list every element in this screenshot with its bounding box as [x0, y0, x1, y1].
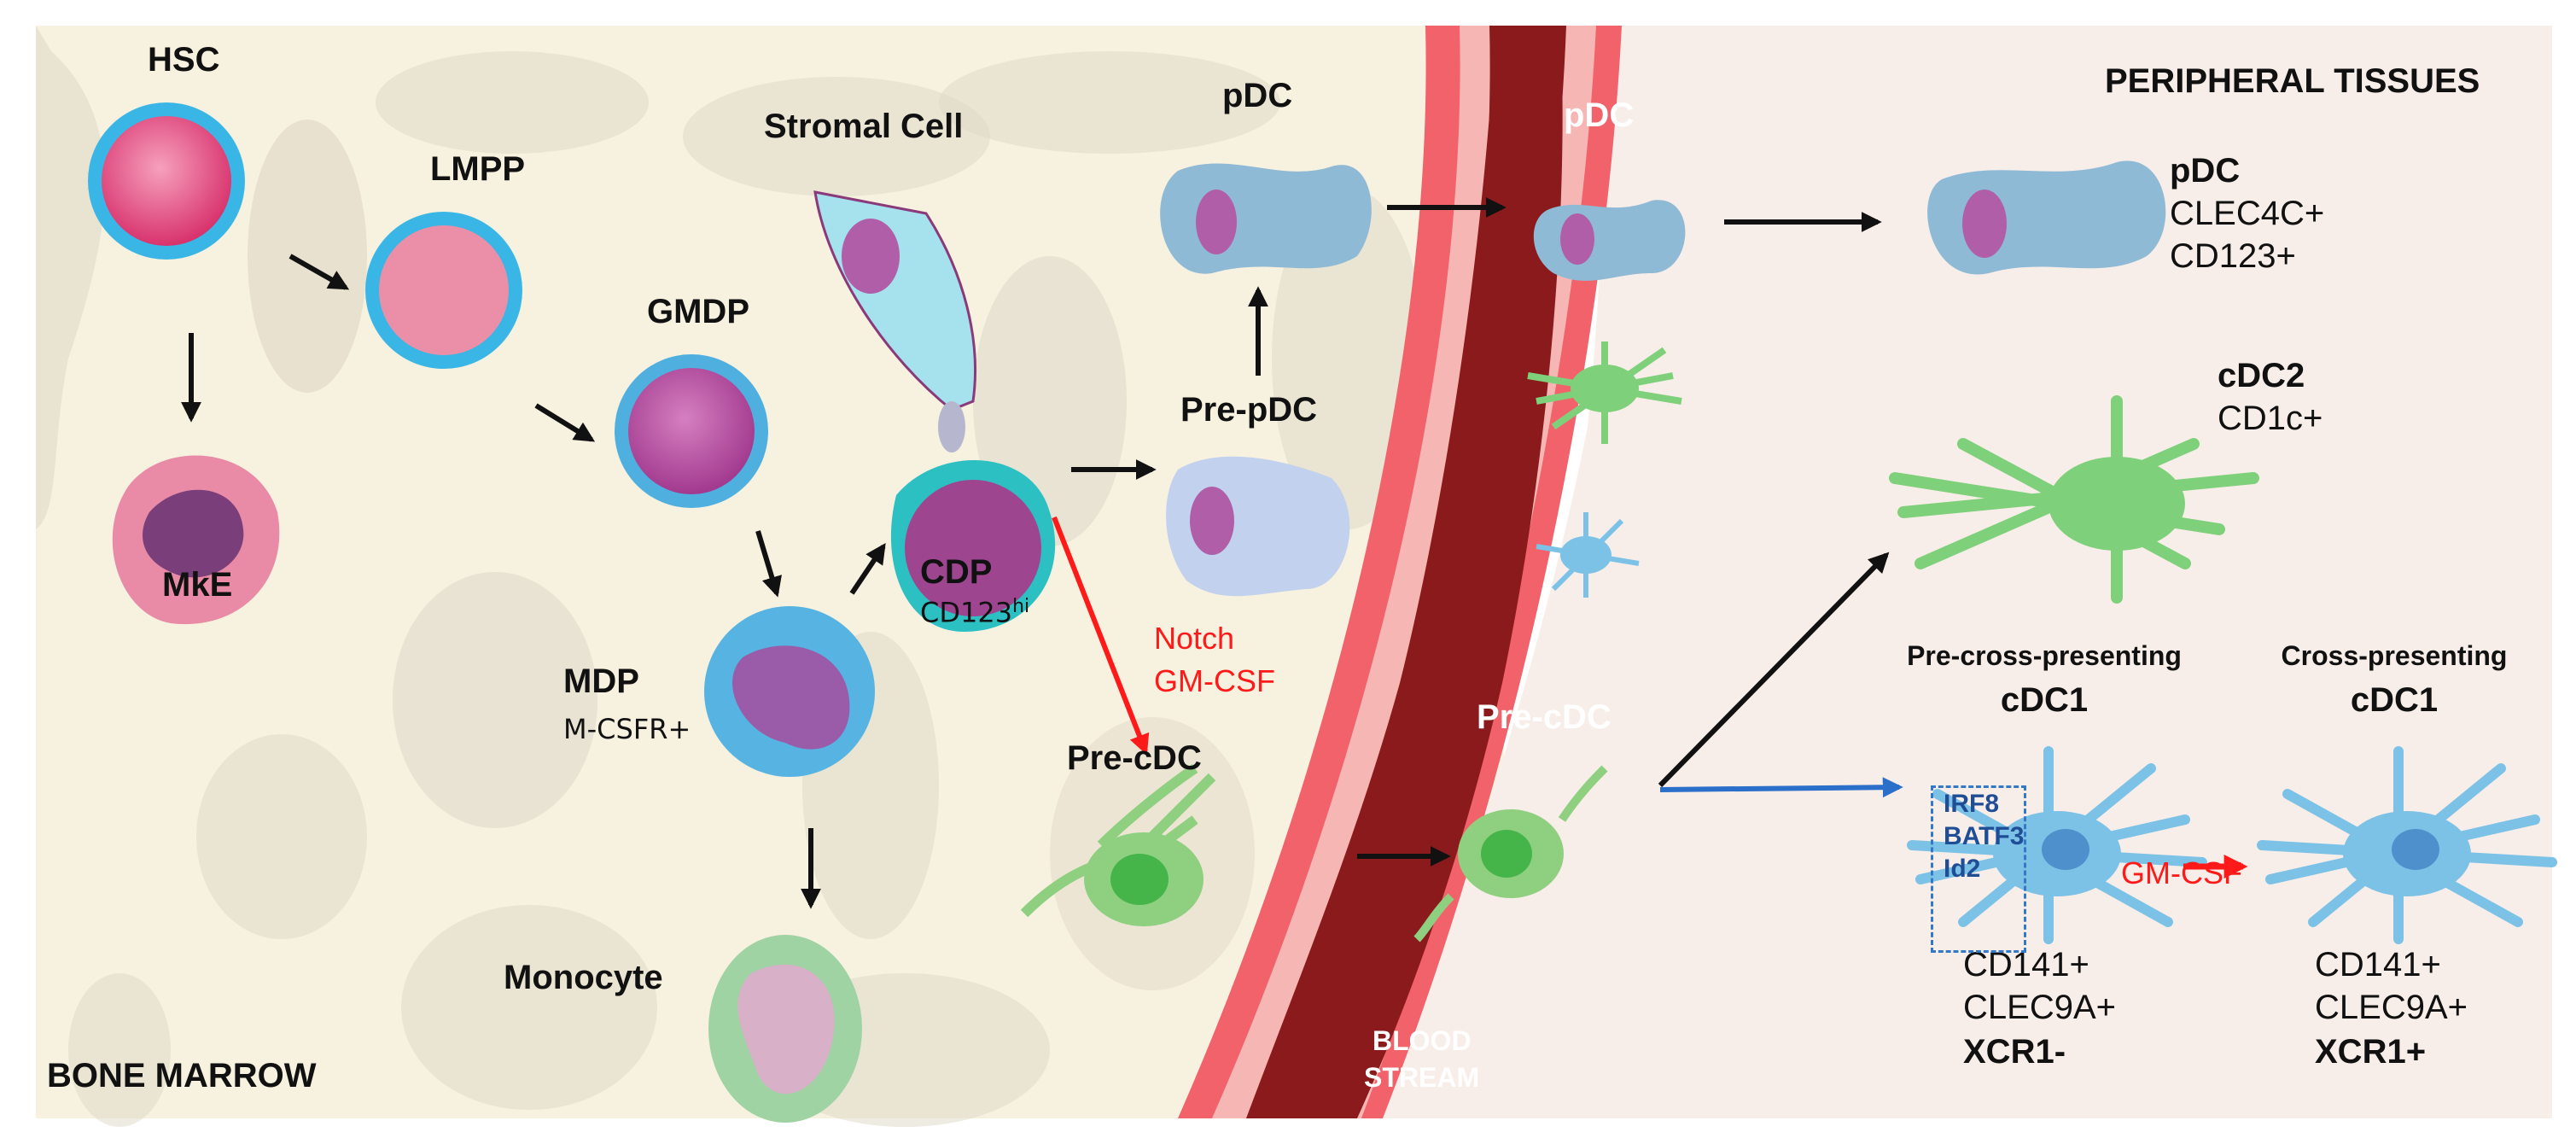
cdc1-blood-cell [1536, 512, 1640, 598]
hsc-label: HSC [148, 41, 220, 79]
mdp-label: MDP [563, 662, 639, 700]
transcription-factor-box: IRF8 BATF3 Id2 [1931, 785, 2026, 953]
lmpp-label: LMPP [430, 150, 526, 188]
lineage-arrows [181, 197, 1890, 909]
monocyte-label: Monocyte [504, 959, 663, 996]
pdc-blood-label: pDC [1564, 96, 1635, 134]
peripheral-tissues-label: PERIPHERAL TISSUES [2105, 62, 2480, 100]
mdp-marker: M-CSFR+ [563, 713, 691, 745]
cross-presenting-title: Cross-presenting [2281, 640, 2508, 671]
pre-cross-cdc1-label: cDC1 [2000, 681, 2089, 719]
lmpp-cell [365, 212, 522, 369]
pre-cdc-bm-cell [1020, 764, 1216, 926]
gm-csf-signal-tissue: GM-CSF [2121, 855, 2242, 890]
tf-batf3: BATF3 [1944, 822, 2025, 851]
cdp-label: CDP [920, 553, 993, 591]
cdc2-marker-cd1c: CD1c+ [2218, 400, 2323, 437]
gmdp-cell [615, 354, 768, 508]
arrow-precdc-cdc1 [1659, 777, 1903, 798]
cross-cdc1-cell [2257, 746, 2557, 944]
cdp-marker-sup: hi [1012, 596, 1030, 617]
stromal-cell-label: Stromal Cell [764, 108, 964, 145]
gm-csf-signal-bm: GM-CSF [1154, 663, 1275, 698]
pdc-marker-cd123: CD123+ [2170, 237, 2296, 275]
hsc-cell [88, 102, 245, 260]
pre-cdc-blood-cell [1413, 765, 1608, 943]
tf-id2: Id2 [1944, 855, 1981, 884]
blood-stream-label-1: BLOOD [1373, 1025, 1472, 1056]
pre-cdc1-marker-cd141: CD141+ [1963, 946, 2089, 983]
cdc2-label: cDC2 [2218, 357, 2305, 394]
pre-cdc-bm-label: Pre-cDC [1067, 739, 1202, 777]
notch-signal: Notch [1154, 621, 1235, 656]
cdc2-blood-cell [1527, 341, 1682, 444]
pdc-blood-cell [1533, 200, 1686, 281]
mdp-cell [704, 606, 875, 777]
cdc1-marker-clec9a: CLEC9A+ [2315, 989, 2468, 1026]
cdp-cell [890, 459, 1056, 632]
pdc-tissue-label: pDC [2170, 152, 2241, 190]
arrow-gmdp-mdp [755, 530, 782, 598]
tf-irf8: IRF8 [1944, 790, 2000, 818]
pre-pdc-cell [1166, 456, 1350, 597]
mke-label: MkE [162, 566, 233, 604]
arrow-precdc-cdc2 [1658, 552, 1890, 788]
pre-pdc-label: Pre-pDC [1180, 391, 1318, 429]
pdc-tissue-cell [1927, 161, 2166, 275]
cross-cdc1-label: cDC1 [2350, 681, 2439, 719]
arrow-cdp-precdc [1052, 516, 1150, 756]
pdc-bm-cell [1160, 163, 1372, 274]
pre-cdc-blood-label: Pre-cDC [1477, 698, 1611, 736]
pdc-marker-clec4c: CLEC4C+ [2170, 195, 2325, 232]
pre-cdc1-marker-xcr1: XCR1- [1963, 1033, 2066, 1071]
pdc-bm-label: pDC [1222, 77, 1293, 114]
cdc1-marker-xcr1: XCR1+ [2315, 1033, 2427, 1071]
cdp-marker: CD123hi [920, 598, 1029, 627]
blood-vessel [1178, 26, 1622, 1118]
bone-marrow-label: BONE MARROW [47, 1057, 317, 1094]
gmdp-label: GMDP [647, 293, 749, 330]
arrow-mdp-cdp [849, 543, 886, 595]
arrow-lmpp-gmdp [534, 403, 596, 442]
pre-cdc1-marker-clec9a: CLEC9A+ [1963, 989, 2116, 1026]
blood-stream-label-2: STREAM [1364, 1062, 1480, 1093]
cdp-marker-base: CD123 [920, 596, 1013, 629]
pre-cross-presenting-title: Pre-cross-presenting [1907, 640, 2182, 671]
stromal-cell [813, 190, 976, 452]
mke-cell [112, 455, 280, 625]
cdc1-marker-cd141: CD141+ [2315, 946, 2441, 983]
monocyte-cell [708, 935, 862, 1123]
arrow-hsc-lmpp [288, 254, 350, 290]
peripheral-tissue-region [1366, 26, 2552, 1118]
cdc2-tissue-cell [1889, 395, 2259, 604]
